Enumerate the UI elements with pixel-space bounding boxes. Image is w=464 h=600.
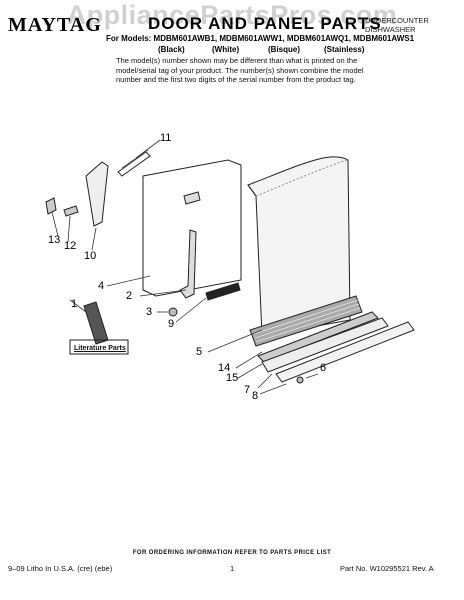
- callout-14: 14: [218, 362, 231, 374]
- callout-8: 8: [252, 390, 259, 402]
- kickplate: [275, 321, 415, 383]
- model-notice: The model(s) number shown may be differe…: [116, 56, 364, 84]
- seal-strip: [205, 282, 241, 301]
- callout-6: 6: [320, 362, 327, 374]
- vent-grille: [249, 295, 363, 347]
- trim-cap: [117, 151, 151, 177]
- color-stainless: (Stainless): [324, 45, 365, 54]
- watermark: AppliancePartsPros.com: [66, 0, 398, 30]
- models-line: For Models: MDBM601AWB1, MDBM601AWW1, MD…: [106, 34, 415, 43]
- callout-10: 10: [84, 250, 97, 262]
- side-trim: [85, 161, 109, 227]
- brand-logo: MAYTAG: [8, 14, 102, 36]
- clip: [63, 205, 79, 217]
- page-title: DOOR AND PANEL PARTS: [148, 14, 382, 33]
- screw: [168, 307, 178, 317]
- hinge-bracket: [179, 229, 197, 299]
- clip-screw: [45, 197, 57, 215]
- callout-5: 5: [196, 346, 203, 358]
- page-number: 1: [230, 564, 235, 573]
- callout-12: 12: [64, 240, 77, 252]
- callout-3: 3: [146, 306, 153, 318]
- callout-4: 4: [98, 280, 105, 292]
- callout-7: 7: [244, 384, 251, 396]
- part-number: Part No. W10295521 Rev. A: [340, 564, 434, 573]
- product-type: UNDERCOUNTER DISHWASHER: [365, 16, 429, 34]
- ordering-note: FOR ORDERING INFORMATION REFER TO PARTS …: [132, 550, 332, 556]
- callout-11: 11: [160, 132, 172, 144]
- color-black: (Black): [158, 45, 185, 54]
- callout-1: 1: [71, 298, 78, 310]
- color-bisque: (Bisque): [268, 45, 300, 54]
- product-line-2: DISHWASHER: [365, 25, 416, 34]
- literature-label: Literature Parts: [74, 345, 126, 352]
- callout-2: 2: [126, 290, 133, 302]
- lower-bracket: [257, 311, 379, 363]
- literature-parts: [83, 301, 109, 345]
- callout-15: 15: [226, 372, 239, 384]
- outer-door-panel: [247, 156, 351, 337]
- callout-9: 9: [168, 318, 175, 330]
- color-white: (White): [212, 45, 240, 54]
- product-line-1: UNDERCOUNTER: [365, 16, 429, 25]
- toe-panel: [261, 317, 389, 373]
- print-info: 9–09 Litho In U.S.A. (cre) (ebe): [8, 564, 113, 573]
- kickplate-screw: [296, 376, 304, 384]
- callout-13: 13: [48, 234, 61, 246]
- inner-panel: [142, 159, 242, 297]
